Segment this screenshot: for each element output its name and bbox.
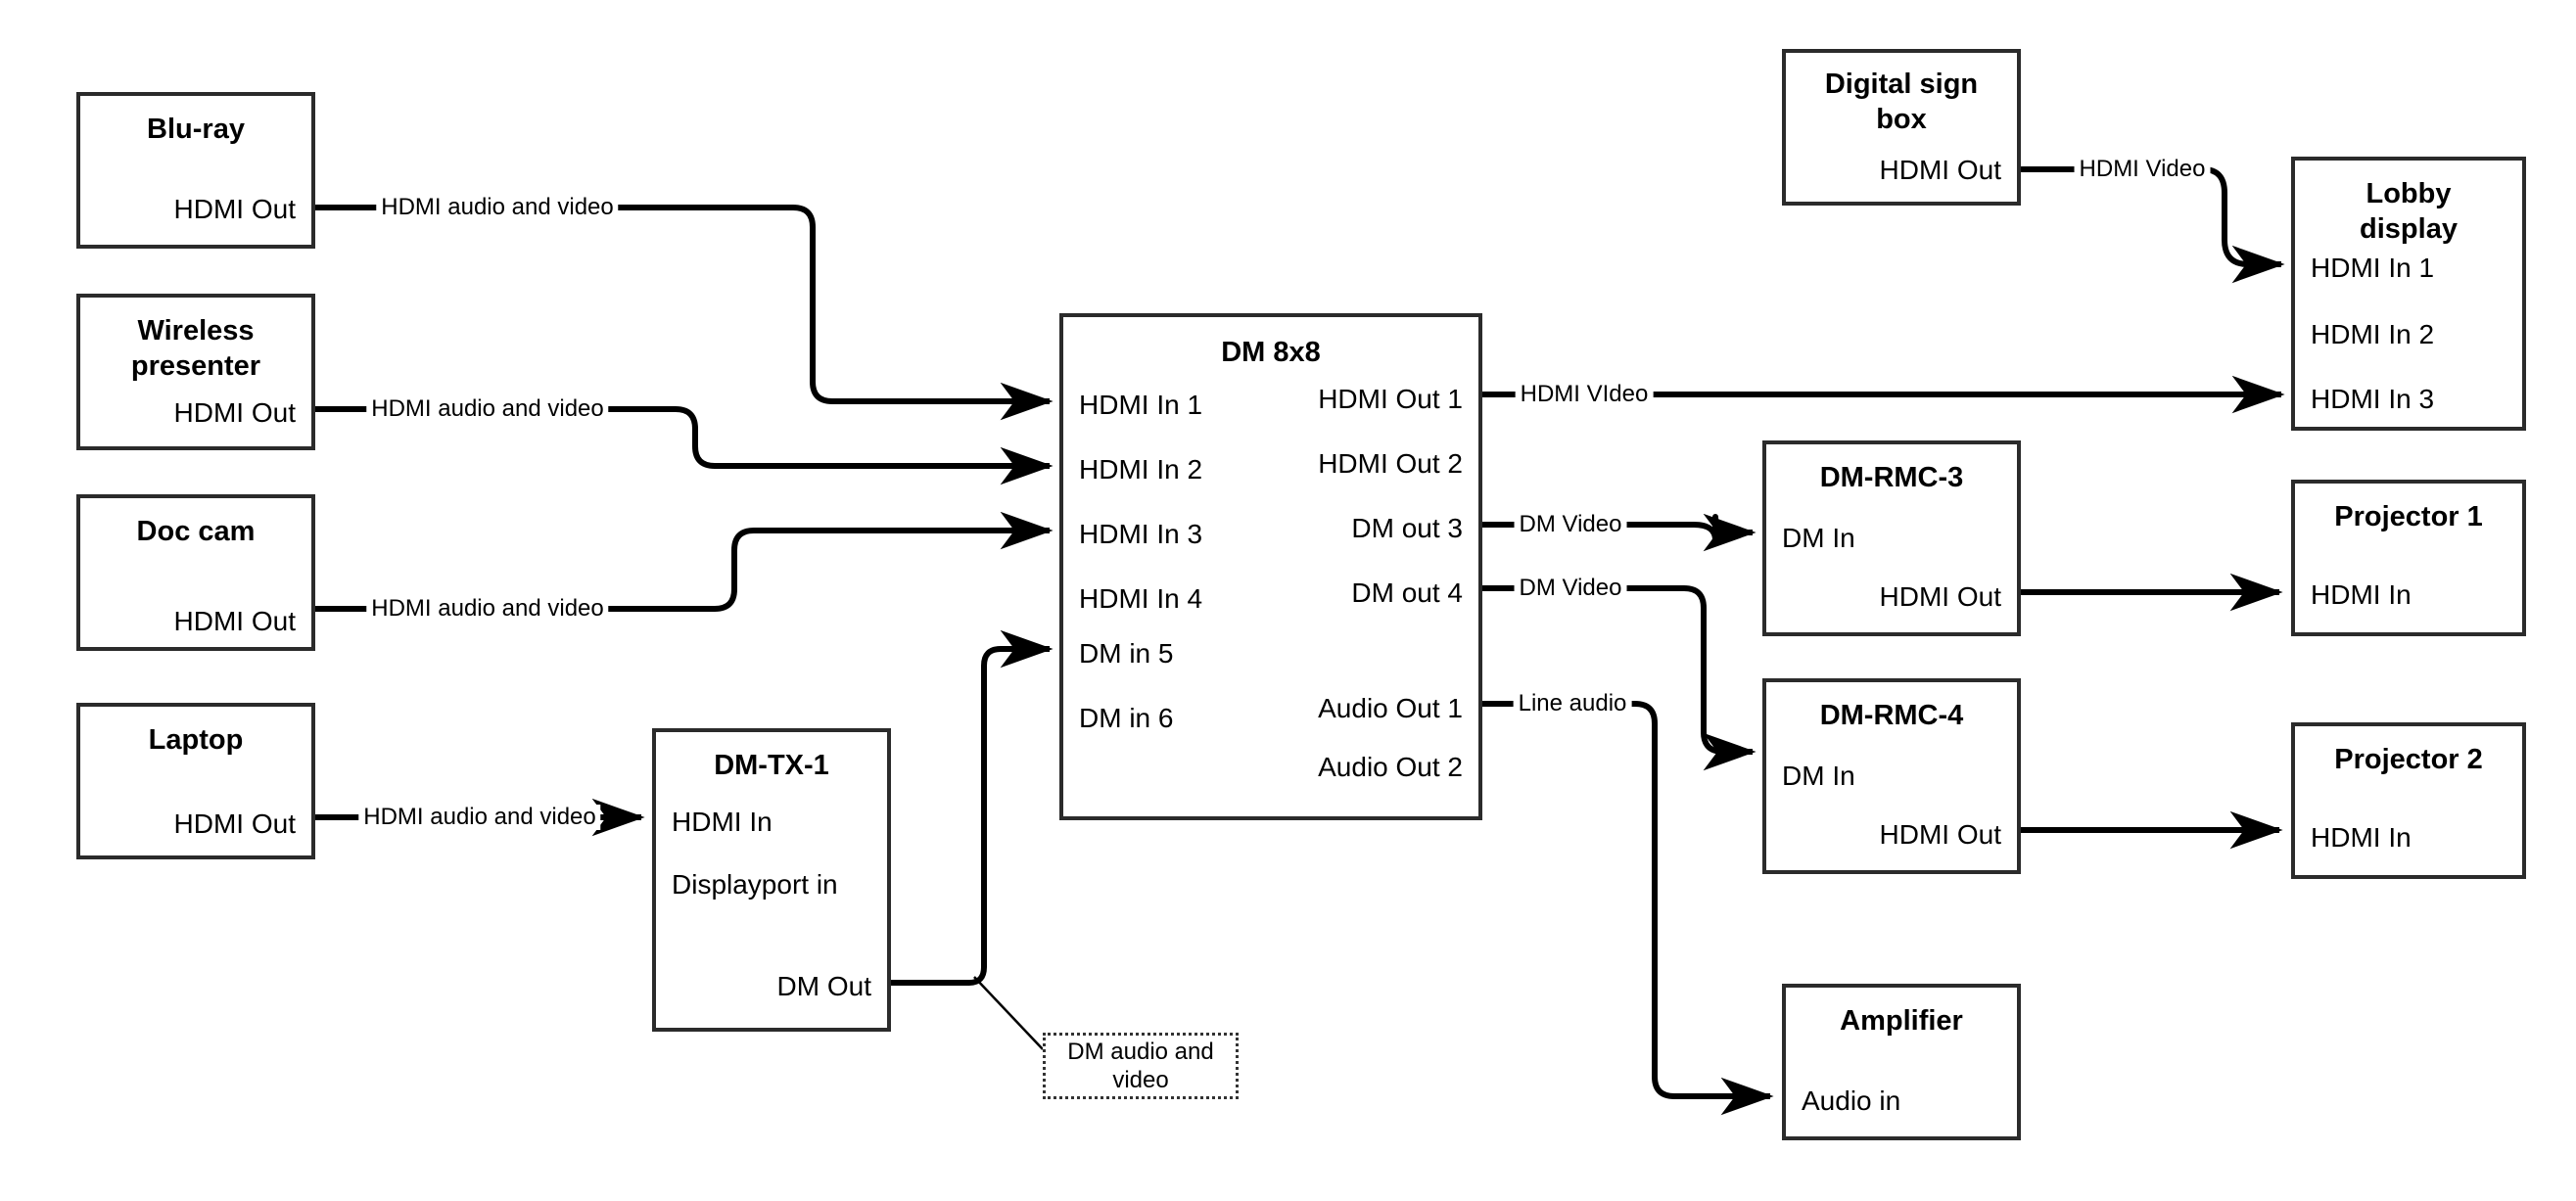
port-laptop-hdmi-out: HDMI Out (173, 808, 296, 839)
port-tx-displayport-in: Displayport in (672, 869, 838, 900)
port-rmc4-dm-in: DM In (1782, 761, 1855, 791)
wire-label-laptop: HDMI audio and video (358, 805, 601, 830)
node-dm-8x8-title: DM 8x8 (1221, 337, 1321, 368)
node-dm-rmc-3[interactable]: DM-RMC-3 DM In HDMI Out (1762, 440, 2021, 636)
wire-label-dm-video-out4: DM Video (1514, 576, 1627, 601)
node-doc-cam-title: Doc cam (136, 516, 256, 547)
node-lobby-display[interactable]: Lobby display HDMI In 1 HDMI In 2 HDMI I… (2291, 157, 2526, 431)
node-dm-rmc-4[interactable]: DM-RMC-4 DM In HDMI Out (1762, 678, 2021, 874)
port-dm-in-6: DM in 6 (1079, 703, 1174, 733)
node-laptop[interactable]: Laptop HDMI Out (76, 703, 315, 859)
wire-label-doccam: HDMI audio and video (366, 596, 609, 622)
port-dm-hdmi-out-1: HDMI Out 1 (1318, 384, 1463, 414)
port-lobby-hdmi-in-1: HDMI In 1 (2311, 253, 2435, 283)
port-dm-hdmi-in-3: HDMI In 3 (1079, 519, 1203, 549)
node-lobby-display-title: Lobby display (2360, 178, 2458, 245)
port-amplifier-audio-in: Audio in (1802, 1086, 1901, 1116)
port-projector2-hdmi-in: HDMI In (2311, 822, 2412, 853)
port-rmc4-hdmi-out: HDMI Out (1879, 819, 2001, 850)
node-amplifier[interactable]: Amplifier Audio in (1782, 984, 2021, 1140)
port-dm-hdmi-out-2: HDMI Out 2 (1318, 448, 1463, 479)
port-doccam-hdmi-out: HDMI Out (173, 606, 296, 636)
note-text: DM audio and video (1067, 1039, 1214, 1093)
node-dm-tx-1[interactable]: DM-TX-1 HDMI In Displayport in DM Out (652, 728, 891, 1032)
port-dm-audio-out-2: Audio Out 2 (1318, 752, 1463, 782)
node-wireless-presenter[interactable]: Wireless presenter HDMI Out (76, 294, 315, 450)
note-leader-line (973, 976, 1044, 1050)
note-dm-audio-and-video: DM audio and video (1043, 1033, 1239, 1099)
node-digital-sign-box[interactable]: Digital sign box HDMI Out (1782, 49, 2021, 206)
node-laptop-title: Laptop (148, 724, 244, 756)
port-dm-out-3: DM out 3 (1351, 513, 1463, 543)
node-projector-1-title: Projector 1 (2334, 501, 2483, 532)
port-lobby-hdmi-in-2: HDMI In 2 (2311, 319, 2435, 349)
port-dm-hdmi-in-2: HDMI In 2 (1079, 454, 1203, 485)
port-dm-out-4: DM out 4 (1351, 577, 1463, 608)
node-dm-8x8[interactable]: DM 8x8 HDMI In 1 HDMI In 2 HDMI In 3 HDM… (1059, 313, 1482, 820)
port-rmc3-dm-in: DM In (1782, 523, 1855, 553)
node-doc-cam[interactable]: Doc cam HDMI Out (76, 494, 315, 651)
wire-label-sign-to-lobby: HDMI Video (2074, 157, 2211, 182)
wire-label-wireless: HDMI audio and video (366, 396, 609, 422)
port-lobby-hdmi-in-3: HDMI In 3 (2311, 384, 2435, 414)
node-dm-tx-1-title: DM-TX-1 (714, 750, 829, 781)
node-projector-1[interactable]: Projector 1 HDMI In (2291, 480, 2526, 636)
port-wireless-hdmi-out: HDMI Out (173, 397, 296, 428)
node-amplifier-title: Amplifier (1840, 1005, 1963, 1037)
wire-label-dm-video-out3: DM Video (1514, 512, 1627, 537)
wire-tx-dmout-to-dm-in5 (891, 629, 1054, 986)
port-sign-hdmi-out: HDMI Out (1879, 155, 2001, 185)
port-tx-dm-out: DM Out (776, 971, 871, 1001)
node-bluray-title: Blu-ray (147, 114, 245, 145)
port-tx-hdmi-in: HDMI In (672, 807, 773, 837)
port-dm-in-5: DM in 5 (1079, 638, 1174, 669)
node-dm-rmc-4-title: DM-RMC-4 (1819, 700, 1964, 731)
wire-dm-out4-to-rmc4 (1482, 585, 1756, 771)
wire-label-hdmi-video-out1: HDMI VIdeo (1515, 382, 1654, 407)
node-projector-2-title: Projector 2 (2334, 744, 2483, 775)
port-dm-audio-out-1: Audio Out 1 (1318, 693, 1463, 723)
node-digital-sign-box-title: Digital sign box (1824, 69, 1979, 135)
wire-label-bluray: HDMI audio and video (376, 195, 619, 220)
port-rmc3-hdmi-out: HDMI Out (1879, 581, 2001, 612)
wire-bluray-to-dm-in1 (315, 205, 1054, 421)
node-dm-rmc-3-title: DM-RMC-3 (1819, 462, 1964, 493)
port-bluray-hdmi-out: HDMI Out (173, 194, 296, 224)
node-bluray[interactable]: Blu-ray HDMI Out (76, 92, 315, 249)
wire-label-line-audio: Line audio (1513, 691, 1632, 716)
port-dm-hdmi-in-1: HDMI In 1 (1079, 390, 1203, 420)
port-dm-hdmi-in-4: HDMI In 4 (1079, 583, 1203, 614)
node-projector-2[interactable]: Projector 2 HDMI In (2291, 722, 2526, 879)
node-wireless-presenter-title: Wireless presenter (130, 315, 261, 382)
port-projector1-hdmi-in: HDMI In (2311, 579, 2412, 610)
wire-dm-audioout1-to-amp (1482, 701, 1774, 1116)
